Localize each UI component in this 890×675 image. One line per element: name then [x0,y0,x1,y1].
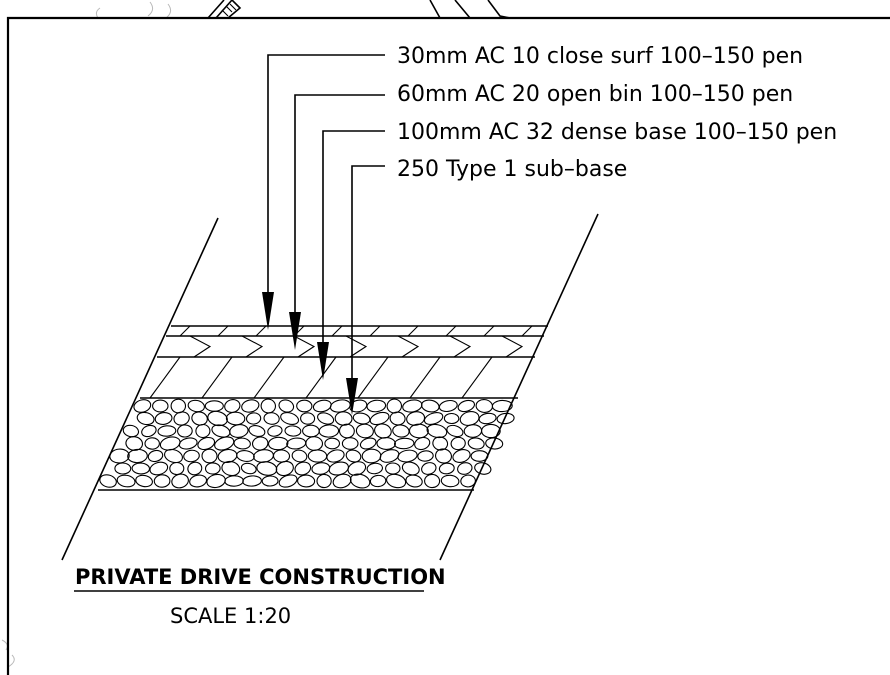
layer-binder-course [157,335,535,358]
leader-surface-course [262,54,385,330]
leader-binder-course [289,94,385,350]
label-sub-base: 250 Type 1 sub–base [397,157,627,182]
layer-surface-course [166,325,548,337]
leader-sub-base [346,165,385,415]
section-outline [61,213,599,561]
layer-sub-base [98,398,515,491]
drawing-frame [6,16,890,675]
leader-base-course [317,130,385,380]
layer-base-course [140,356,518,399]
label-binder-course: 60mm AC 20 open bin 100–150 pen [397,82,793,107]
label-surface-course: 30mm AC 10 close surf 100–150 pen [397,44,803,69]
leader-lines [262,54,385,415]
detail-title: PRIVATE DRIVE CONSTRUCTION [75,565,446,589]
top-edge-fragments [207,0,511,19]
detail-scale: SCALE 1:20 [170,604,291,628]
label-base-course: 100mm AC 32 dense base 100–150 pen [397,120,837,145]
